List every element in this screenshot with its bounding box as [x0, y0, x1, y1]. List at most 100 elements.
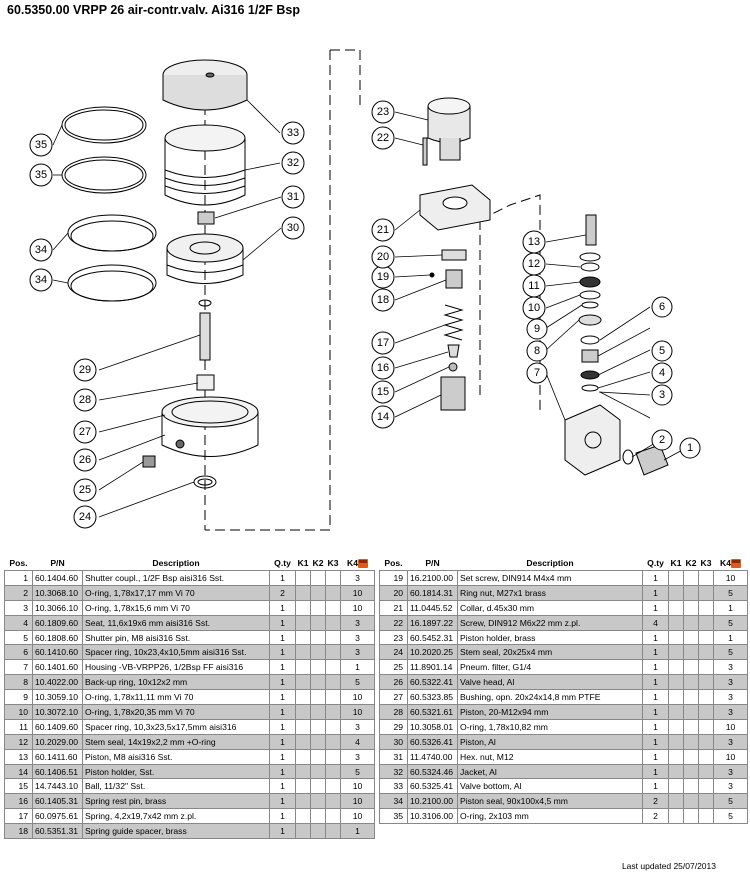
k2-cell	[310, 823, 326, 840]
pos-cell: 19	[379, 570, 408, 586]
description-cell: O-ring, 1,78x20,35 mm Vi 70	[82, 704, 270, 720]
k3-cell	[698, 570, 714, 586]
k2-cell	[310, 718, 326, 735]
k1-cell	[668, 674, 684, 691]
callout-29: 29	[79, 364, 91, 376]
k2-cell	[310, 808, 326, 825]
callout-16: 16	[377, 362, 389, 374]
qty-cell: 1	[642, 778, 669, 795]
k3-cell	[698, 689, 714, 706]
k3-header: K3	[698, 556, 714, 571]
callout-3: 3	[659, 389, 665, 401]
pn-cell: 60.1404.60	[32, 570, 83, 586]
k4-cell: 3	[340, 644, 375, 661]
k3-cell	[325, 823, 341, 840]
k3-cell	[325, 659, 341, 676]
callout-20: 20	[377, 251, 389, 263]
k4-cell: 3	[713, 689, 748, 706]
k2-cell	[683, 689, 699, 706]
pos-cell: 25	[379, 659, 408, 676]
description-cell: Ball, 11/32" Sst.	[82, 778, 270, 795]
k1-cell	[295, 689, 311, 706]
k1-cell	[295, 629, 311, 646]
k1-cell	[295, 718, 311, 735]
k3-cell	[325, 763, 341, 780]
k4-cell: 10	[713, 718, 748, 735]
callout-11: 11	[528, 280, 539, 292]
description-cell: O-ring, 1,78x11,11 mm Vi 70	[82, 689, 270, 706]
pn-cell: 10.2020.25	[407, 644, 458, 661]
callout-10: 10	[528, 302, 540, 314]
k4-cell: 5	[713, 793, 748, 810]
description-cell: Housing -VB-VRPP26, 1/2Bsp FF aisi316	[82, 659, 270, 676]
k2-cell	[683, 674, 699, 691]
description-cell: O-ring, 2x103 mm	[457, 808, 643, 825]
pos-cell: 30	[379, 733, 408, 750]
k2-cell	[683, 748, 699, 765]
pn-cell: 10.2100.00	[407, 793, 458, 810]
pn-cell: 60.1409.60	[32, 718, 83, 735]
pos-cell: 22	[379, 614, 408, 631]
k4-cell: 3	[713, 763, 748, 780]
qty-cell: 1	[269, 599, 296, 616]
k1-cell	[668, 733, 684, 750]
k1-cell	[295, 599, 311, 616]
pos-cell: 21	[379, 599, 408, 616]
pn-cell: 10.3066.10	[32, 599, 83, 616]
k3-cell	[325, 584, 341, 601]
pn-cell: 60.5452.31	[407, 629, 458, 646]
k3-cell	[325, 718, 341, 735]
pn-cell: 10.3072.10	[32, 704, 83, 720]
k1-cell	[668, 778, 684, 795]
k3-cell	[698, 748, 714, 765]
callout-18: 18	[377, 294, 389, 306]
k3-cell	[325, 704, 341, 720]
description-cell: Piston holder, Sst.	[82, 763, 270, 780]
pos-cell: 11	[4, 718, 33, 735]
pn-cell: 60.5322.41	[407, 674, 458, 691]
k1-cell	[668, 629, 684, 646]
pn-cell: 60.5323.85	[407, 689, 458, 706]
k1-cell	[295, 748, 311, 765]
pn-cell: 60.1406.51	[32, 763, 83, 780]
k4-cell: 3	[713, 733, 748, 750]
k4-cell: 1	[340, 823, 375, 840]
callout-31: 31	[287, 191, 299, 203]
k2-cell	[310, 778, 326, 795]
k1-cell	[668, 599, 684, 616]
callout-24: 24	[79, 511, 91, 523]
qty-cell: 1	[642, 674, 669, 691]
qty-cell: 1	[642, 718, 669, 735]
k1-cell	[295, 733, 311, 750]
k1-cell	[668, 644, 684, 661]
pos-cell: 6	[4, 644, 33, 661]
description-cell: O-ring, 1,78x15,6 mm Vi 70	[82, 599, 270, 616]
k3-cell	[698, 733, 714, 750]
qty-cell: 1	[642, 599, 669, 616]
description-cell: Pneum. filter, G1/4	[457, 659, 643, 676]
k4-cell: 5	[713, 808, 748, 825]
qty-cell: 1	[269, 733, 296, 750]
callout-19: 19	[377, 271, 389, 283]
qty-cell: 1	[642, 570, 669, 586]
k2-cell	[310, 614, 326, 631]
callout-12: 12	[528, 258, 540, 270]
pn-cell: 10.3058.01	[407, 718, 458, 735]
qty-cell: 1	[269, 778, 296, 795]
kit-box-icon	[731, 559, 741, 569]
pn-cell: 10.3106.00	[407, 808, 458, 825]
qty-cell: 1	[269, 570, 296, 586]
description-cell: Spring, 4,2x19,7x42 mm z.pl.	[82, 808, 270, 825]
pn-cell: 11.0445.52	[407, 599, 458, 616]
description-cell: Piston, 20-M12x94 mm	[457, 704, 643, 720]
pn-header: P/N	[407, 556, 458, 571]
description-cell: Spacer ring, 10,3x23,5x17,5mm aisi316	[82, 718, 270, 735]
k4-cell: 5	[340, 763, 375, 780]
